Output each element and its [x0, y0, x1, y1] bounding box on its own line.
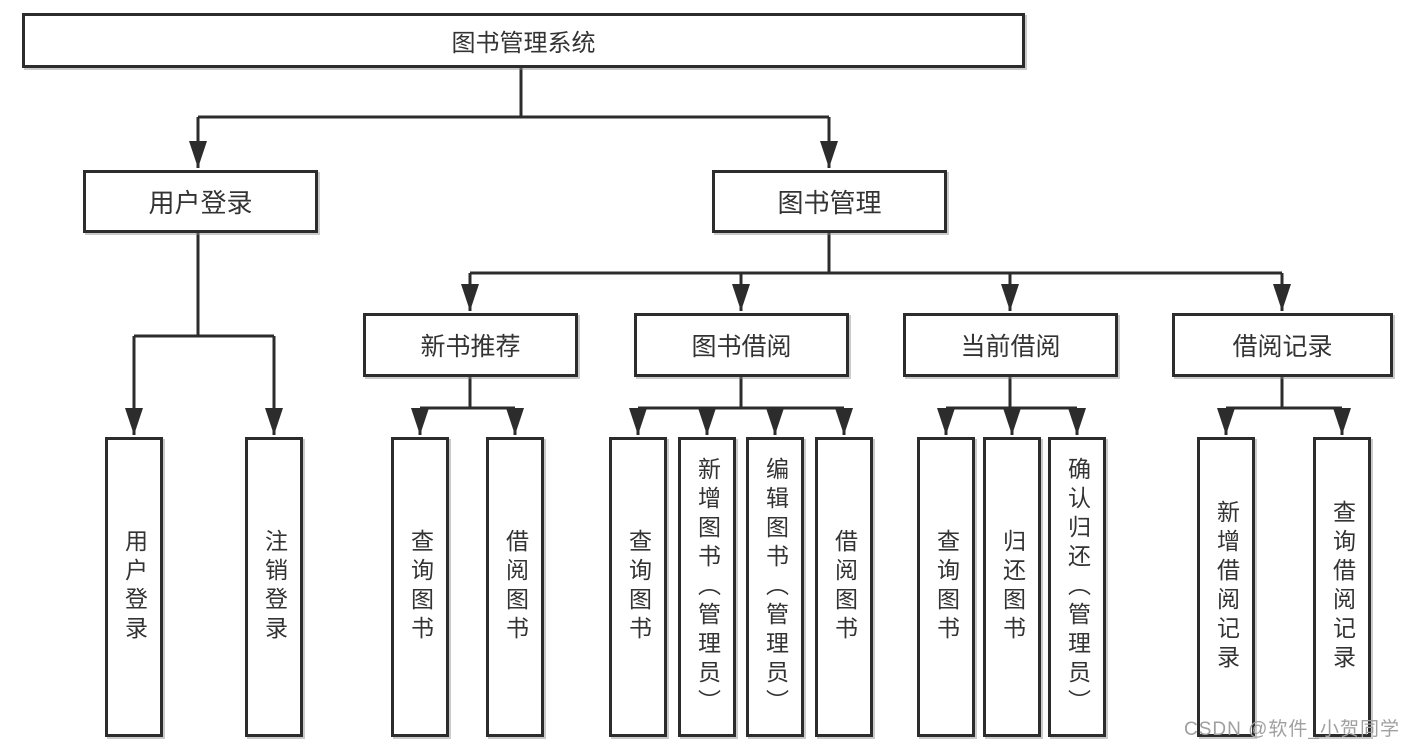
- node-current-borrow: 当前借阅: [903, 313, 1118, 377]
- leaf-user-login: 用户登录: [105, 437, 163, 737]
- leaf-query-books-current: 查询图书: [917, 437, 975, 737]
- node-new-book-recommend: 新书推荐: [363, 313, 578, 377]
- node-user-login: 用户登录: [83, 170, 318, 233]
- connector-book-management: [470, 233, 1282, 275]
- leaf-edit-book-admin: 编辑图书（管理员）: [746, 437, 804, 737]
- leaf-query-books-recommend: 查询图书: [391, 437, 449, 737]
- leaf-query-borrow-record: 查询借阅记录: [1313, 437, 1371, 737]
- csdn-watermark: CSDN @软件_小贺同学: [1184, 719, 1400, 740]
- node-book-borrow: 图书借阅: [634, 313, 849, 377]
- leaf-add-book-admin: 新增图书（管理员）: [678, 437, 736, 737]
- leaf-borrow-books-recommend: 借阅图书: [486, 437, 544, 737]
- leaf-logout: 注销登录: [245, 437, 303, 737]
- node-book-management: 图书管理: [712, 170, 947, 233]
- leaf-borrow-books: 借阅图书: [815, 437, 873, 737]
- connector-borrow-records: [1226, 377, 1342, 410]
- node-root-system: 图书管理系统: [22, 13, 1025, 68]
- connector-current-borrow: [946, 377, 1077, 410]
- connector-new-book: [420, 377, 515, 410]
- connector-book-borrow: [638, 377, 844, 410]
- connector-root: [198, 68, 829, 119]
- node-borrow-records: 借阅记录: [1172, 313, 1393, 377]
- leaf-query-books-borrow: 查询图书: [609, 437, 667, 737]
- leaf-add-borrow-record: 新增借阅记录: [1197, 437, 1255, 737]
- leaf-return-book: 归还图书: [983, 437, 1041, 737]
- connector-user-login: [134, 233, 274, 338]
- leaf-confirm-return-admin: 确认归还（管理员）: [1048, 437, 1106, 737]
